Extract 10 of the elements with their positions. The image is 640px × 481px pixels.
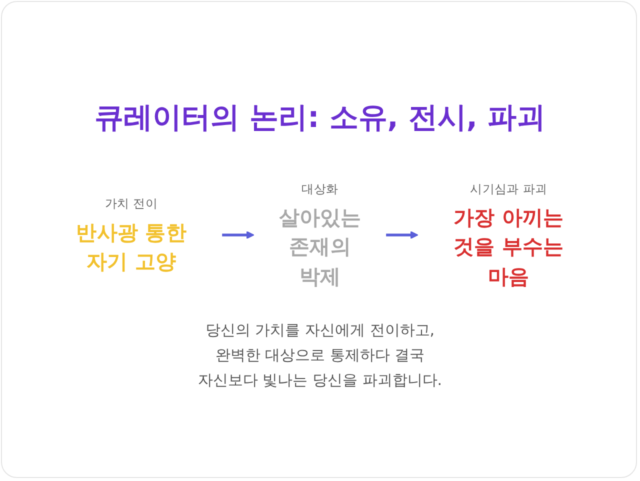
step-title: 살아있는 존재의 박제: [278, 205, 362, 292]
step-label: 대상화: [302, 182, 338, 198]
caption: 당신의 가치를 자신에게 전이하고, 완벽한 대상으로 통제하다 결국 자신보다 빛나는 당신을 파괴합니다.: [196, 320, 444, 390]
step-label: 가치 전이: [105, 197, 158, 212]
arrow: [222, 230, 254, 240]
step-title: 반사광 통한 자기 고양: [75, 220, 188, 277]
arrow: [386, 230, 418, 240]
step-title: 가장 아끼는 것을 부수는 마음: [452, 205, 565, 292]
step-label: 시기심과 파괴: [470, 182, 548, 198]
title: 큐레이터의 논리: 소유, 전시, 파괴: [94, 99, 546, 136]
